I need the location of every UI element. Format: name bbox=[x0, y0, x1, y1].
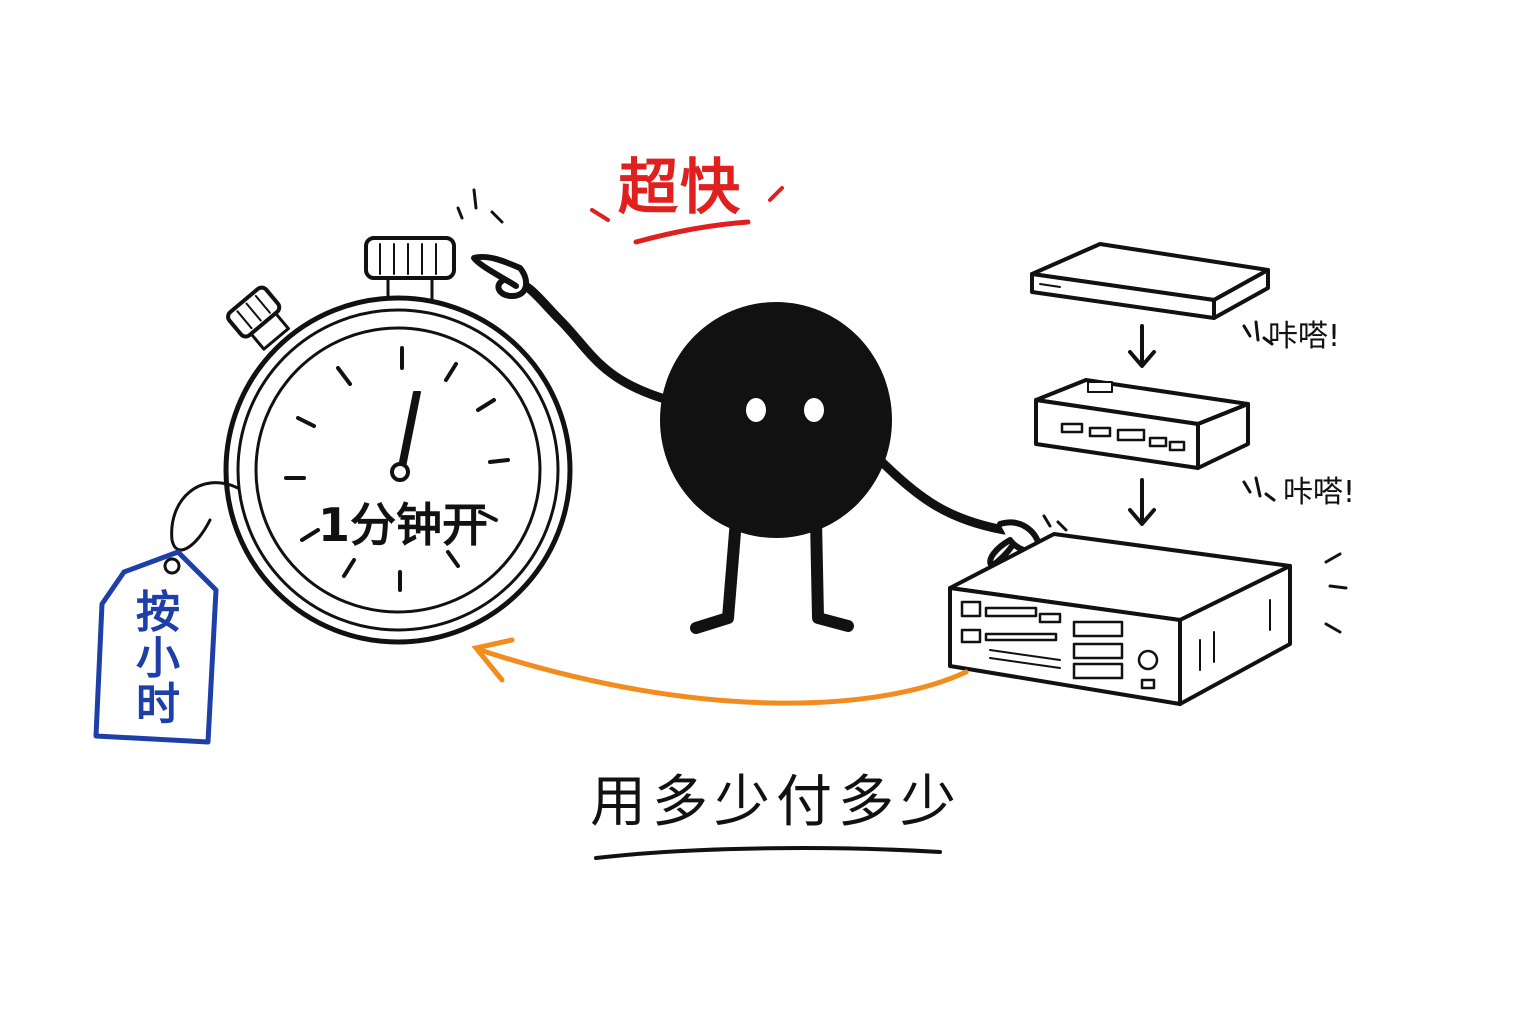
tagline: 用多少付多少 bbox=[590, 770, 962, 835]
server-stack-icon bbox=[948, 242, 1292, 706]
stopwatch-icon bbox=[170, 236, 573, 645]
motion-lines-server bbox=[1042, 320, 1348, 634]
click-sound-label-1: 咔嗒! bbox=[1268, 319, 1341, 354]
stopwatch-label: 1分钟开 bbox=[318, 498, 489, 552]
tagline-underline bbox=[594, 846, 942, 860]
fast-emphasis-strokes bbox=[590, 186, 784, 245]
price-tag-label: 按小时 bbox=[136, 587, 180, 731]
motion-lines-stopwatch bbox=[456, 188, 504, 224]
return-arrow-icon bbox=[471, 637, 969, 706]
blob-character bbox=[471, 254, 1043, 634]
fast-label: 超快 bbox=[618, 153, 742, 223]
price-tag-icon bbox=[93, 549, 219, 745]
arrow-down-icon bbox=[1128, 324, 1156, 368]
click-sound-label-2: 咔嗒! bbox=[1283, 475, 1356, 510]
arrow-down-icon bbox=[1128, 478, 1156, 526]
